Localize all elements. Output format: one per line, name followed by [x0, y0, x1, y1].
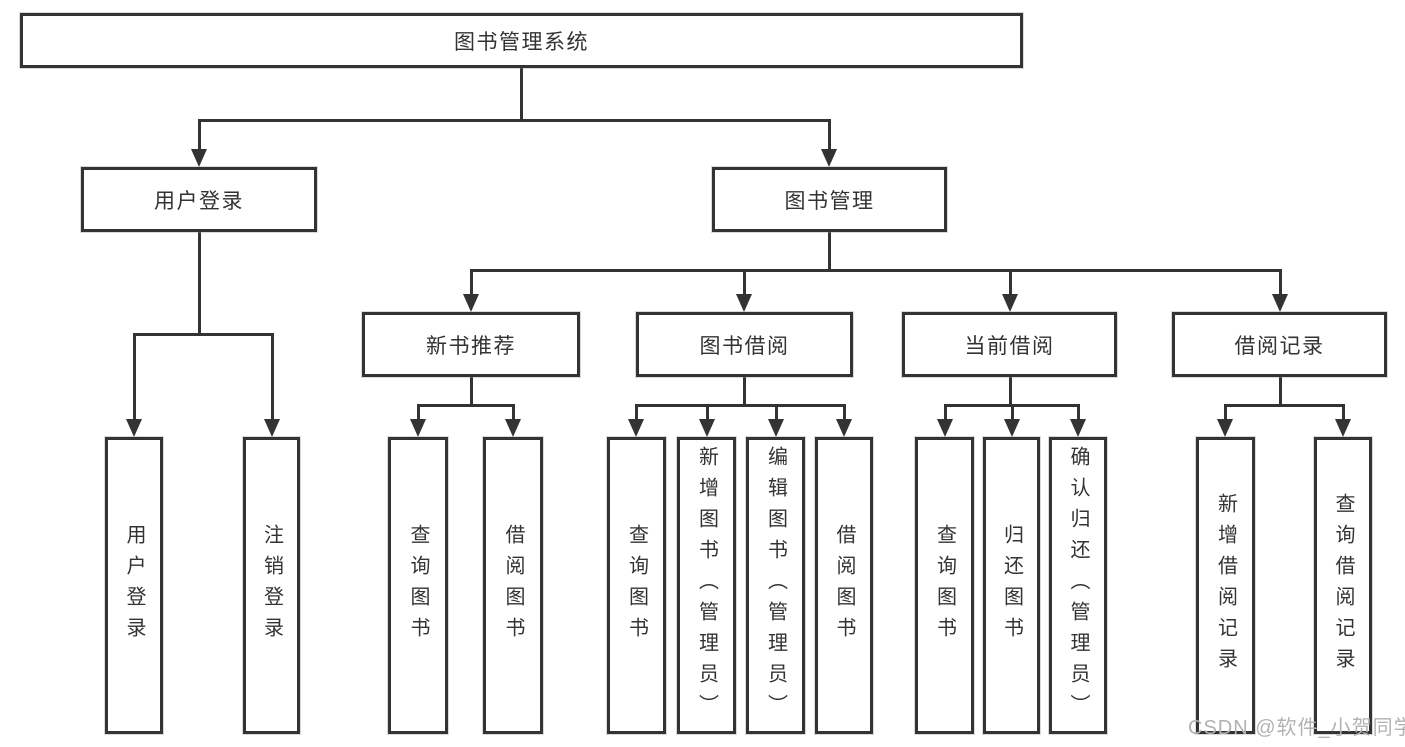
connector-line — [1279, 375, 1282, 406]
connector-line — [635, 404, 638, 422]
connector-line — [775, 404, 778, 422]
node-borrow-records-label: 借阅记录 — [1234, 334, 1325, 358]
node-book-management-module-label: 图书管理 — [784, 189, 875, 213]
leaf-borrowing-edit-books-admin: 编辑图书（管理员） — [746, 437, 805, 734]
node-book-borrowing-label: 图书借阅 — [699, 334, 790, 358]
leaf-logout: 注销登录 — [243, 437, 300, 734]
connector-line — [706, 404, 709, 422]
arrowhead — [1217, 419, 1233, 437]
connector-line — [1009, 269, 1012, 297]
connector-line — [470, 269, 1281, 272]
node-current-borrowing-label: 当前借阅 — [964, 334, 1055, 358]
node-user-login-module: 用户登录 — [81, 167, 317, 232]
leaf-newbook-query-books-label: 查询图书 — [407, 523, 429, 648]
node-root-system: 图书管理系统 — [20, 13, 1023, 68]
connector-line — [1077, 404, 1080, 422]
leaf-borrowing-borrow-books-label: 借阅图书 — [833, 523, 855, 648]
connector-line — [271, 333, 274, 423]
connector-line — [743, 269, 746, 297]
arrowhead — [1272, 294, 1288, 312]
arrowhead — [191, 149, 207, 167]
node-book-management-module: 图书管理 — [712, 167, 947, 232]
arrowhead — [736, 294, 752, 312]
leaf-borrowing-add-books-admin: 新增图书（管理员） — [677, 437, 736, 734]
connector-line — [828, 119, 831, 152]
watermark: CSDN @软件_小贺同学 — [1188, 717, 1405, 739]
arrowhead — [836, 419, 852, 437]
leaf-user-login: 用户登录 — [105, 437, 163, 734]
connector-line — [417, 404, 515, 407]
leaf-current-query-books-label: 查询图书 — [933, 523, 956, 648]
leaf-user-login-label: 用户登录 — [123, 523, 145, 648]
leaf-newbook-borrow-books: 借阅图书 — [483, 437, 543, 734]
arrowhead — [1002, 294, 1018, 312]
connector-line — [1279, 269, 1282, 297]
arrowhead — [126, 419, 142, 437]
leaf-current-confirm-return-admin: 确认归还（管理员） — [1049, 437, 1107, 734]
connector-line — [743, 375, 746, 406]
connector-line — [1224, 404, 1227, 422]
leaf-borrowing-borrow-books: 借阅图书 — [815, 437, 873, 734]
connector-line — [133, 333, 274, 336]
leaf-borrowing-query-books: 查询图书 — [607, 437, 666, 734]
connector-line — [417, 404, 420, 422]
leaf-current-confirm-return-admin-label: 确认归还（管理员） — [1067, 446, 1089, 725]
connector-line — [944, 404, 947, 422]
connector-line — [512, 404, 515, 422]
leaf-current-return-books: 归还图书 — [983, 437, 1040, 734]
node-new-book-recommend-label: 新书推荐 — [426, 334, 516, 358]
node-user-login-module-label: 用户登录 — [154, 189, 244, 213]
node-current-borrowing: 当前借阅 — [902, 312, 1117, 377]
arrowhead — [699, 419, 715, 437]
connector-line — [843, 404, 846, 422]
leaf-borrowing-edit-books-admin-label: 编辑图书（管理员） — [764, 446, 787, 725]
arrowhead — [821, 149, 837, 167]
connector-line — [1224, 404, 1345, 407]
node-root-system-label: 图书管理系统 — [454, 30, 589, 54]
arrowhead — [410, 419, 426, 437]
connector-line — [470, 375, 473, 406]
connector-line — [828, 232, 831, 272]
leaf-records-add-record: 新增借阅记录 — [1196, 437, 1255, 734]
connector-line — [470, 269, 473, 297]
leaf-newbook-borrow-books-label: 借阅图书 — [502, 523, 524, 648]
connector-line — [1011, 404, 1014, 422]
arrowhead — [264, 419, 280, 437]
arrowhead — [463, 294, 479, 312]
leaf-current-query-books: 查询图书 — [915, 437, 974, 734]
leaf-newbook-query-books: 查询图书 — [388, 437, 448, 734]
connector-line — [1009, 375, 1012, 406]
arrowhead — [505, 419, 521, 437]
arrowhead — [628, 419, 644, 437]
connector-line — [635, 404, 846, 407]
connector-line — [1342, 404, 1345, 422]
arrowhead — [768, 419, 784, 437]
connector-line — [198, 119, 830, 122]
leaf-borrowing-add-books-admin-label: 新增图书（管理员） — [695, 446, 718, 725]
arrowhead — [1070, 419, 1086, 437]
leaf-current-return-books-label: 归还图书 — [1000, 523, 1023, 648]
connector-line — [520, 68, 523, 121]
leaf-records-query-record-label: 查询借阅记录 — [1332, 492, 1354, 679]
connector-line — [198, 119, 201, 152]
node-borrow-records: 借阅记录 — [1172, 312, 1387, 377]
connector-line — [133, 333, 136, 423]
leaf-records-query-record: 查询借阅记录 — [1314, 437, 1372, 734]
leaf-borrowing-query-books-label: 查询图书 — [625, 523, 648, 648]
arrowhead — [937, 419, 953, 437]
leaf-records-add-record-label: 新增借阅记录 — [1214, 492, 1237, 679]
leaf-logout-label: 注销登录 — [260, 523, 283, 648]
node-new-book-recommend: 新书推荐 — [362, 312, 580, 377]
node-book-borrowing: 图书借阅 — [636, 312, 853, 377]
connector-line — [198, 232, 201, 335]
arrowhead — [1335, 419, 1351, 437]
arrowhead — [1004, 419, 1020, 437]
